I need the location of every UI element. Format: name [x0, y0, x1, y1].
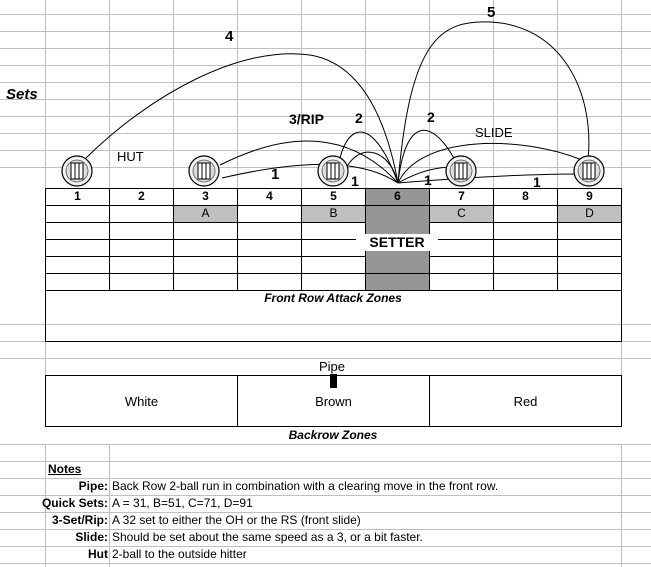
back-row-caption: Backrow Zones: [288, 428, 378, 442]
front-zone-5: 5: [330, 189, 337, 203]
set-label-slide: SLIDE: [475, 125, 513, 140]
arc-5-set: [397, 21, 590, 184]
front-zone-2: 2: [138, 189, 145, 203]
set-label-hut: HUT: [117, 149, 144, 164]
set-label-2-right: 2: [427, 109, 435, 125]
front-zone-4: 4: [266, 189, 273, 203]
quick-label-b: B: [329, 206, 338, 220]
front-zone-9: 9: [586, 189, 593, 203]
note-key-quick-sets: Quick Sets:: [41, 496, 108, 510]
pipe-marker: [330, 374, 337, 388]
set-label-4: 4: [225, 28, 234, 45]
front-zone-6: 6: [394, 189, 401, 203]
note-text-hut: 2-ball to the outside hitter: [112, 547, 247, 561]
quick-d-fill: [557, 205, 621, 222]
front-row-caption: Front Row Attack Zones: [264, 291, 402, 305]
note-key-slide: Slide:: [75, 530, 108, 544]
volleyball-icon: [317, 155, 349, 187]
pipe-label: Pipe: [319, 359, 346, 374]
arc-1-right-set: [397, 173, 579, 184]
front-zone-3: 3: [202, 189, 209, 203]
notes-heading: Notes: [48, 462, 82, 476]
volleyball-icon: [445, 155, 477, 187]
back-zone-brown: Brown: [315, 394, 352, 409]
quick-label-c: C: [457, 206, 466, 220]
note-key-hut: Hut: [88, 547, 108, 561]
note-text-3-set-rip: A 32 set to either the OH or the RS (fro…: [112, 513, 361, 527]
back-zone-white: White: [124, 394, 159, 409]
note-text-pipe: Back Row 2-ball run in combination with …: [112, 479, 499, 493]
quick-a-fill: [173, 205, 237, 222]
volleyball-icon: [573, 155, 605, 187]
set-label-1-b: 1: [351, 173, 359, 189]
volleyball-icon: [61, 155, 93, 187]
front-zone-7: 7: [458, 189, 465, 203]
note-text-slide: Should be set about the same speed as a …: [112, 530, 423, 544]
set-label-5: 5: [487, 4, 496, 21]
arc-2-right-set: [397, 129, 456, 184]
setter-label: SETTER: [356, 234, 438, 251]
front-zone-1: 1: [74, 189, 81, 203]
quick-c-fill: [429, 205, 493, 222]
set-label-3-rip: 3/RIP: [289, 111, 325, 127]
note-text-quick-sets: A = 31, B=51, C=71, D=91: [112, 496, 253, 510]
set-label-2-left: 2: [355, 110, 363, 126]
set-label-1-a: 1: [271, 166, 280, 183]
quick-label-a: A: [201, 206, 210, 220]
quick-label-d: D: [585, 206, 594, 220]
set-label-1-c: 1: [424, 172, 432, 188]
front-zone-8: 8: [522, 189, 529, 203]
arc-short-left-set: [344, 151, 399, 184]
note-key-3-set-rip: 3-Set/Rip:: [51, 513, 108, 527]
arc-slide-set: [397, 142, 583, 184]
set-label-1-d: 1: [533, 174, 541, 190]
arc-4-set: [85, 53, 399, 184]
arc-3-rip-set: [219, 140, 399, 184]
note-key-pipe: Pipe:: [78, 479, 108, 493]
quick-b-fill: [301, 205, 365, 222]
volleyball-icon: [188, 155, 220, 187]
sheet-title: Sets: [6, 86, 38, 103]
back-zone-red: Red: [513, 394, 538, 409]
